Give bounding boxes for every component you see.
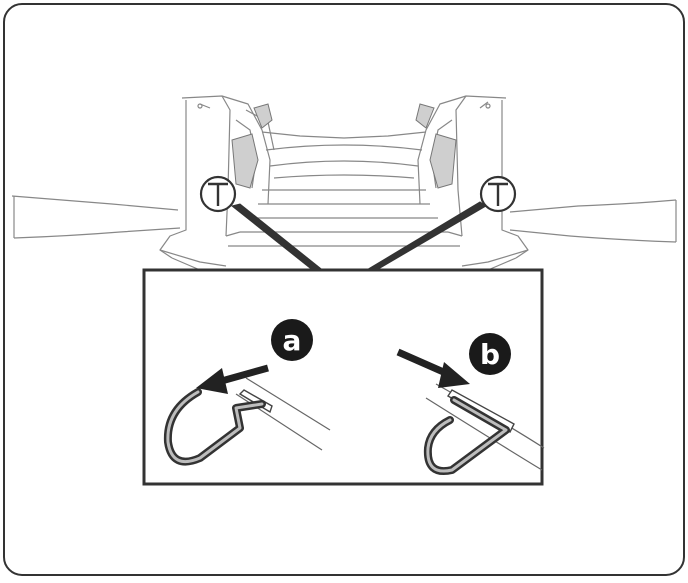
- clip-location-marker-icon: [199, 175, 237, 213]
- clip-hook-icon: [423, 396, 510, 475]
- callout-badge-a: a: [271, 319, 313, 361]
- arrow-left-down-icon: [196, 364, 269, 394]
- detail-a: a: [163, 319, 331, 466]
- clip-location-marker-icon: [479, 175, 517, 213]
- callout-label-a: a: [283, 324, 302, 357]
- callout-badge-b: b: [469, 333, 511, 375]
- callout-label-b: b: [480, 338, 500, 371]
- machine-dark-parts: [231, 103, 457, 189]
- clip-hook-icon: [163, 388, 266, 466]
- leader-lines: [230, 201, 487, 269]
- detail-b: b: [396, 333, 545, 475]
- arrow-right-down-icon: [396, 348, 470, 388]
